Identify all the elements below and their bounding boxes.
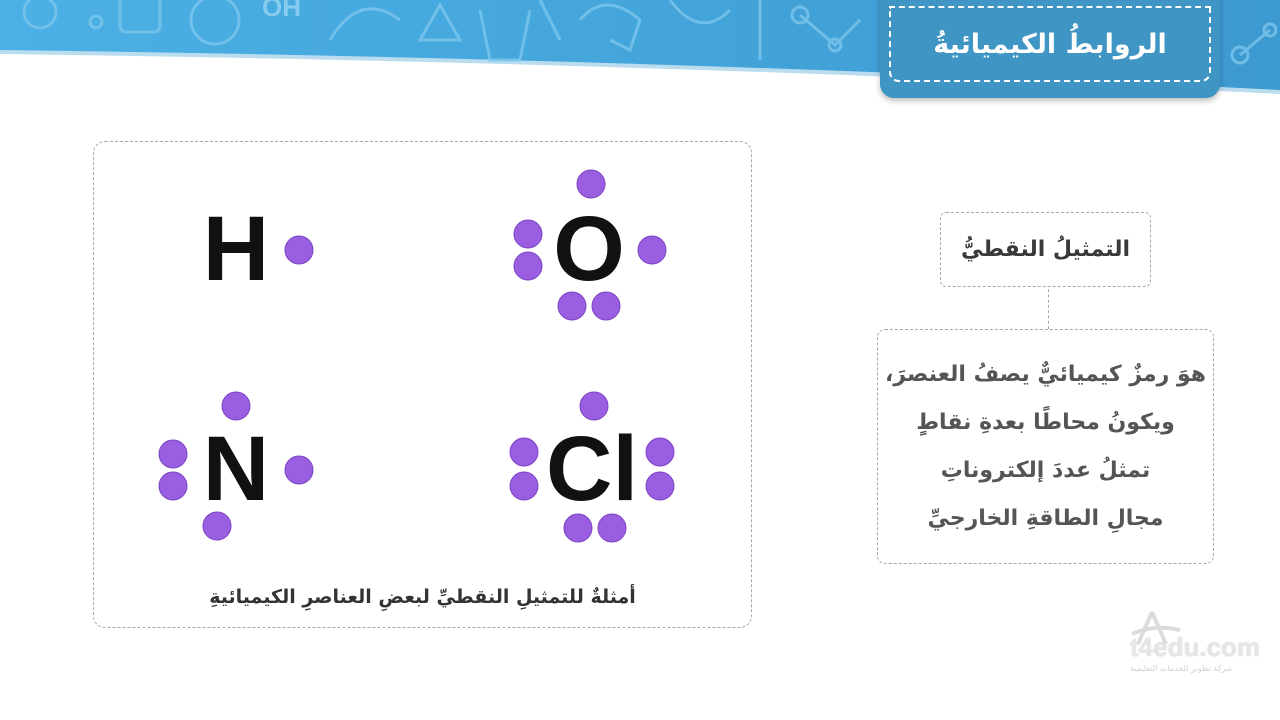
electron-dot-o-4 [637,235,667,265]
electron-dot-cl-6 [563,513,593,543]
lewis-dot-diagrams: H O N Cl [158,169,675,543]
electron-dot-n-4 [284,455,314,485]
definition-line-3: تمثلُ عددَ إلكتروناتِ [940,457,1151,483]
logo-mark-icon [1131,611,1181,645]
brand-logo: t4edu.com شركة تطوير للخدمات التعليمية [1118,610,1260,685]
definition-box: هوَ رمزٌ كيميائيٌّ يصفُ العنصرَ، ويكونُ … [877,329,1214,564]
svg-text:OH: OH [262,0,301,22]
page-title: الروابطُ الكيميائيةُ [933,28,1167,60]
electron-dot-cl-3 [509,471,539,501]
electron-dot-cl-1 [579,391,609,421]
electron-dot-o-1 [576,169,606,199]
electron-dot-cl-4 [645,437,675,467]
element-symbol-o: O [553,198,625,300]
term-box: التمثيلُ النقطيُّ [940,212,1151,287]
title-tab: الروابطُ الكيميائيةُ [880,0,1220,98]
logo-subtitle: شركة تطوير للخدمات التعليمية [1130,664,1233,673]
electron-dot-n-3 [158,471,188,501]
electron-dot-cl-2 [509,437,539,467]
electron-dot-n-1 [221,391,251,421]
definition-line-1: هوَ رمزٌ كيميائيٌّ يصفُ العنصرَ، [885,361,1206,387]
definition-line-4: مجالِ الطاقةِ الخارجيِّ [927,505,1164,531]
examples-caption: أمثلةٌ للتمثيلِ النقطيِّ لبعضِ العناصرِ … [209,586,636,608]
electron-dot-cl-5 [645,471,675,501]
electron-dot-n-5 [202,511,232,541]
connector-line [1048,289,1049,329]
electron-dot-cl-7 [597,513,627,543]
electron-dot-n-2 [158,439,188,469]
logo-text: t4edu.com [1130,632,1261,662]
electron-dots [158,169,675,543]
electron-dot-o-2 [513,219,543,249]
examples-panel: H O N Cl أمثلةٌ للتمثيلِ النقطيِّ لبعضِ … [93,141,752,628]
electron-dot-h-1 [284,235,314,265]
element-symbol-cl: Cl [546,418,638,520]
electron-dot-o-6 [591,291,621,321]
element-symbol-h: H [203,198,269,300]
element-symbol-n: N [203,418,269,520]
definition-line-2: ويكونُ محاطًا بعدةِ نقاطٍ [916,409,1175,435]
title-frame: الروابطُ الكيميائيةُ [889,6,1211,82]
electron-dot-o-3 [513,251,543,281]
electron-dot-o-5 [557,291,587,321]
term-label: التمثيلُ النقطيُّ [960,237,1131,262]
